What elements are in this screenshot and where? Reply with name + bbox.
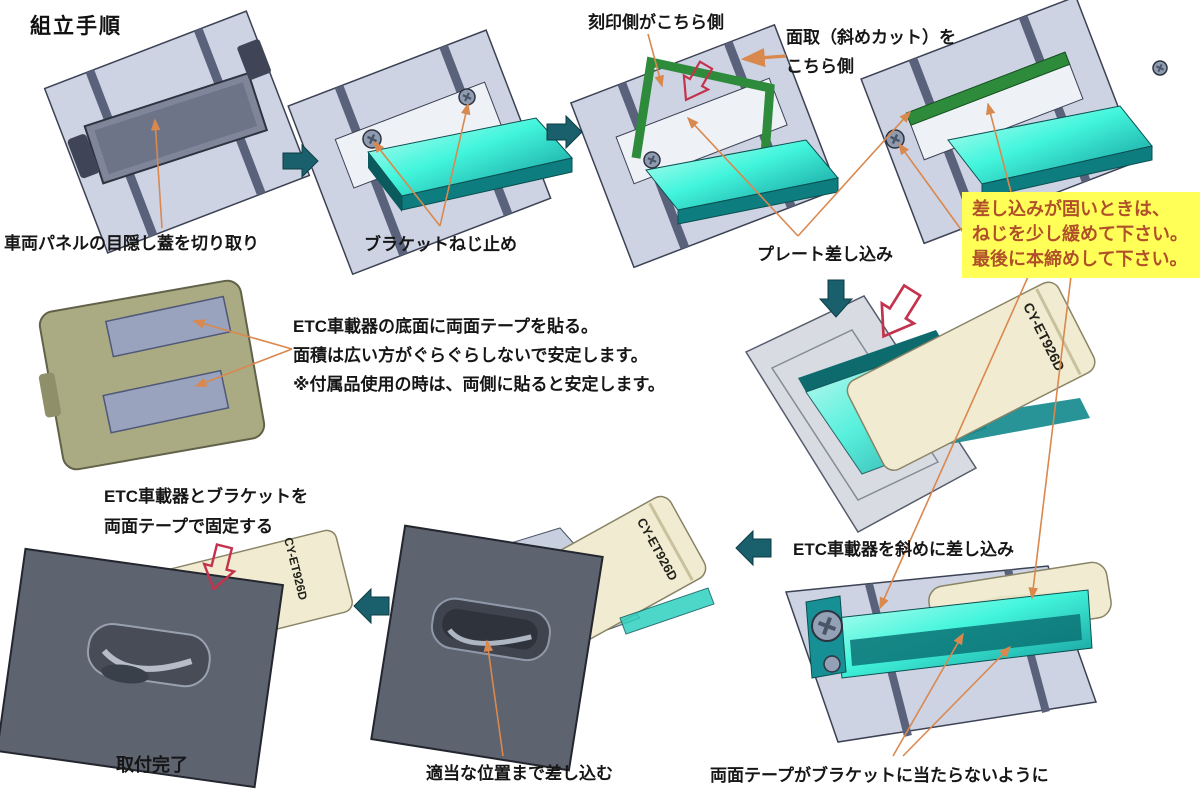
insert-direction-arrow-icon	[880, 283, 923, 339]
annotation-line	[740, 47, 787, 68]
screw-icon	[362, 129, 382, 149]
annotation-lines	[150, 33, 1073, 757]
flow-arrow-left-2-icon	[353, 587, 390, 625]
fix-note-line1: ETC車載器とブラケットを	[104, 487, 308, 506]
insert-position-illustration: CY-ET926D	[370, 495, 715, 772]
panel-clip	[67, 134, 100, 179]
screw-icon	[811, 610, 843, 642]
panel-clip	[237, 39, 271, 80]
screw-icon	[458, 88, 476, 106]
annotation-line	[879, 267, 1033, 610]
bracket-arm	[619, 587, 715, 635]
annotation-line	[892, 632, 964, 757]
caution-line2: ねじを少し緩めて下さい。	[972, 224, 1188, 244]
page-title: 組立手順	[30, 15, 122, 38]
double-sided-tape-strip	[104, 295, 232, 358]
bracket-arm	[940, 398, 1090, 444]
annotation-line	[373, 140, 441, 227]
step2-caption: ブラケットねじ止め	[364, 235, 517, 254]
tape-illustration	[38, 279, 266, 471]
engraved-side-label: 刻印側がこちら側	[588, 13, 724, 32]
screw-icon	[1152, 60, 1168, 76]
fix-note: ETC車載器とブラケットを 両面テープで固定する	[104, 482, 308, 542]
tape-note-line2: 面積は広い方がぐらぐらしないで安定します。	[293, 346, 648, 365]
screw-icon	[643, 151, 661, 169]
complete-illustration: CY-ET926D	[0, 529, 353, 789]
tape-clearance-caption: 両面テープがブラケットに当たらないように	[710, 766, 1049, 785]
chamfer-label: 面取（斜めカット）を こちら側	[786, 23, 956, 81]
insert-position-caption: 適当な位置まで差し込む	[426, 764, 613, 783]
flow-arrow-right-2-icon	[546, 114, 583, 150]
insert-direction-arrow-icon	[682, 60, 714, 102]
tape-note: ETC車載器の底面に両面テープを貼る。 面積は広い方がぐらぐらしないで安定します…	[293, 312, 665, 399]
annotation-line	[483, 639, 504, 757]
fix-note-line2: 両面テープで固定する	[104, 517, 273, 536]
panel-opening	[770, 329, 940, 501]
step1-illustration	[43, 10, 311, 254]
annotation-line	[985, 102, 1013, 197]
flow-arrow-down-icon	[818, 279, 854, 318]
insert-diagonal-illustration: CY-ET926D	[744, 281, 1096, 533]
bracket-edge	[798, 330, 944, 392]
plate-insert-caption: プレート差し込み	[757, 245, 893, 264]
etc-device-bottom	[38, 279, 266, 471]
annotation-line	[797, 110, 912, 237]
screw-icon	[885, 129, 905, 149]
bracket-side	[368, 152, 402, 212]
front-panel	[370, 524, 604, 772]
step4-illustration	[860, 0, 1168, 245]
annotation-line	[150, 118, 163, 229]
blind-cover	[83, 71, 269, 185]
annotation-line	[1028, 267, 1073, 600]
caution-line1: 差し込みが固いときは、	[972, 199, 1170, 219]
chamfer-label-line2: こちら側	[786, 57, 854, 76]
chamfer-label-line1: 面取（斜めカット）を	[786, 28, 956, 47]
mounting-plate-frame	[631, 56, 775, 183]
flow-arrows	[282, 114, 854, 625]
caution-line3: 最後に本締めして下さい。	[972, 249, 1188, 269]
flow-arrow-left-1-icon	[735, 529, 772, 567]
caution-note: 差し込みが固いときは、 ねじを少し緩めて下さい。 最後に本締めして下さい。	[962, 192, 1200, 278]
slot-detail	[101, 664, 149, 684]
insert-direction-arrow-icon	[202, 543, 237, 592]
annotation-line	[194, 348, 293, 387]
step1-caption: 車両パネルの目隠し蓋を切り取り	[4, 234, 259, 253]
annotation-line	[902, 645, 1012, 757]
slot-trim	[447, 628, 532, 646]
annotation-line	[192, 319, 293, 350]
tape-note-line3: ※付属品使用の時は、両側に貼ると安定します。	[293, 375, 665, 394]
annotation-line	[898, 142, 966, 236]
annotation-line	[686, 116, 799, 237]
complete-caption: 取付完了	[116, 755, 188, 775]
tape-note-line1: ETC車載器の底面に両面テープを貼る。	[293, 317, 598, 336]
bracket-channel	[850, 614, 1082, 666]
annotation-line	[647, 33, 664, 88]
insert-diagonal-caption: ETC車載器を斜めに差し込み	[793, 540, 1014, 559]
front-panel	[0, 547, 285, 789]
tape-clearance-illustration	[784, 561, 1112, 743]
annotation-line	[439, 102, 471, 227]
flow-arrow-right-1-icon	[282, 143, 319, 179]
screw-icon	[823, 655, 841, 673]
device-connector	[38, 372, 61, 418]
